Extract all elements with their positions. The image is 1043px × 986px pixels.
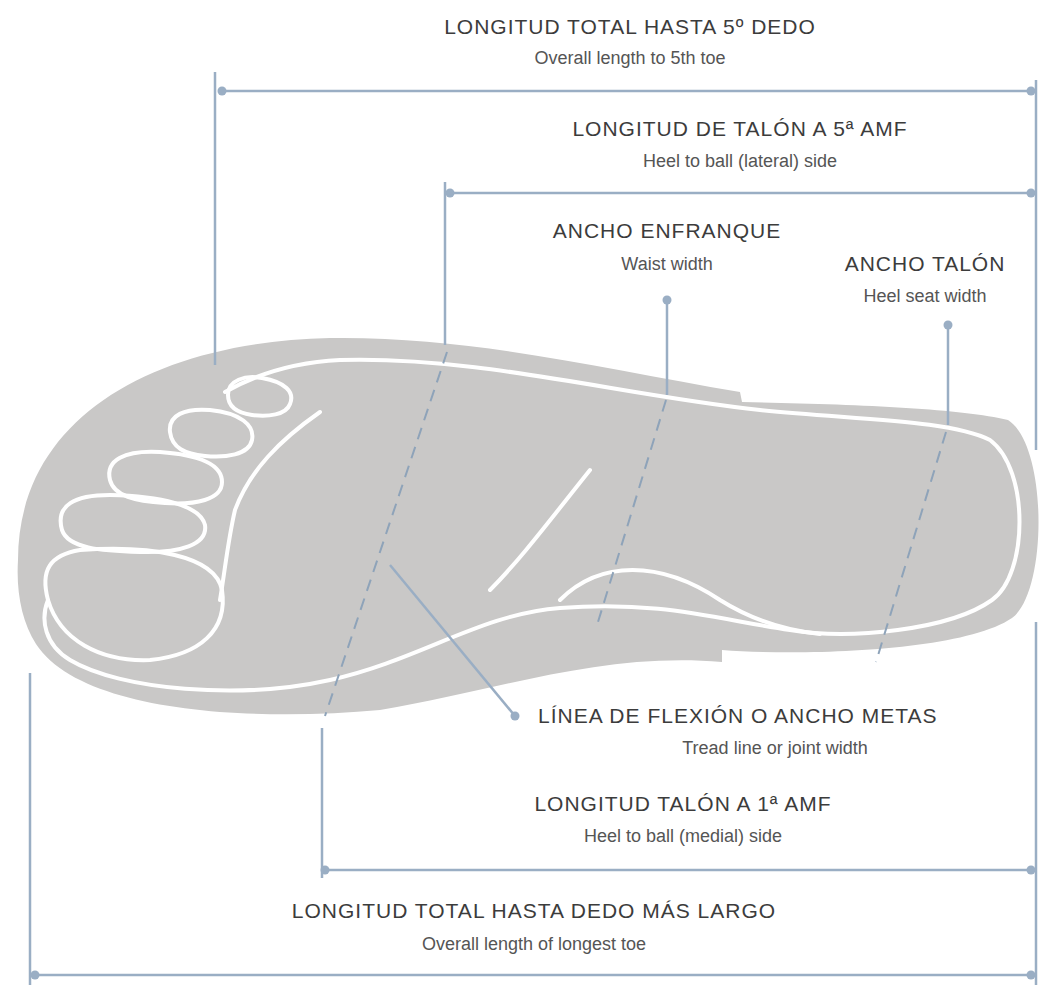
measure-title: LONGITUD TOTAL HASTA 5º DEDO xyxy=(444,15,816,38)
dimension-dots xyxy=(31,87,1036,980)
measure-title: ANCHO ENFRANQUE xyxy=(553,219,782,242)
measure-subtitle: Tread line or joint width xyxy=(682,739,867,759)
measure-subtitle: Overall length of longest toe xyxy=(422,935,646,955)
measure-subtitle: Heel seat width xyxy=(863,287,986,307)
measure-title: LÍNEA DE FLEXIÓN O ANCHO METAS xyxy=(538,704,938,727)
measure-title: ANCHO TALÓN xyxy=(845,252,1006,275)
dimension-lines xyxy=(30,72,1036,985)
foot-outline xyxy=(44,360,1019,691)
sole-outline xyxy=(18,338,1039,714)
measure-subtitle: Heel to ball (lateral) side xyxy=(643,152,837,172)
measure-title: LONGITUD TOTAL HASTA DEDO MÁS LARGO xyxy=(292,899,776,922)
measure-title: LONGITUD TALÓN A 1ª AMF xyxy=(534,792,831,815)
measure-dash-lines xyxy=(325,352,946,716)
measure-title: LONGITUD DE TALÓN A 5ª AMF xyxy=(572,117,907,140)
measure-subtitle: Overall length to 5th toe xyxy=(534,49,725,69)
measure-subtitle: Heel to ball (medial) side xyxy=(584,827,782,847)
measure-subtitle: Waist width xyxy=(621,255,712,275)
